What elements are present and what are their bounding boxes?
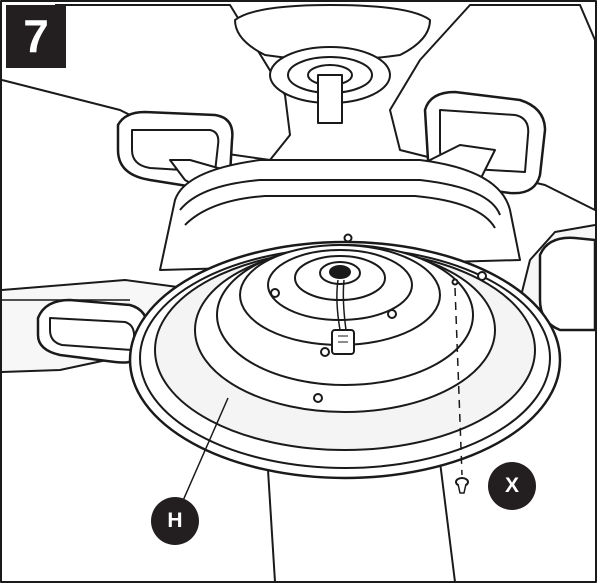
fan-blade-lower-edge-left [268, 470, 275, 582]
screw-icon [314, 394, 322, 402]
screw-icon [453, 280, 458, 285]
callout-h: H [151, 497, 199, 545]
callout-x: X [488, 462, 536, 510]
screw-icon [271, 289, 279, 297]
step-number-badge: 7 [6, 5, 66, 68]
screw-icon [478, 272, 486, 280]
downrod [318, 75, 342, 123]
screw-icon [388, 310, 396, 318]
blade-bracket-right-lower [540, 238, 595, 330]
screw-icon [456, 478, 468, 493]
screw-icon [321, 348, 329, 356]
screw-icon [345, 235, 352, 242]
fan-blade-lower-edge-right [440, 462, 455, 582]
